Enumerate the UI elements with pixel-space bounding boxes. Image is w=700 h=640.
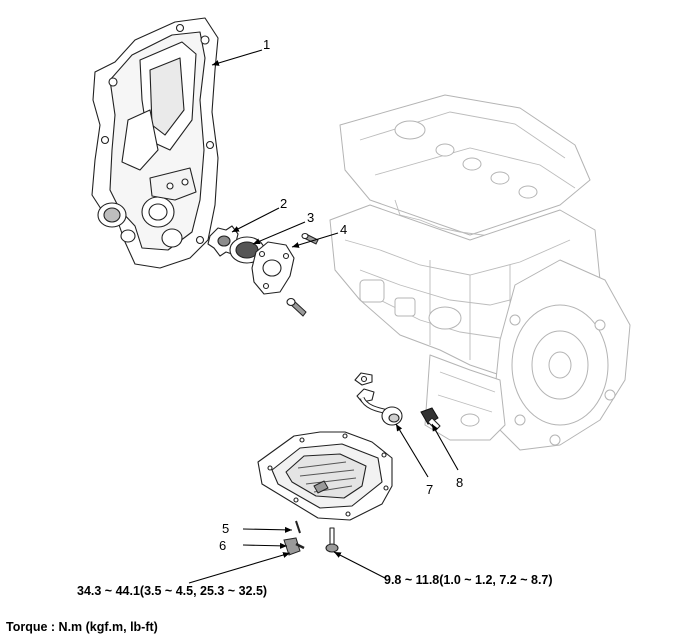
callout-7: 7: [426, 482, 433, 497]
callout-4: 4: [340, 222, 347, 237]
drain-plug-torque-spec: 34.3 ~ 44.1(3.5 ~ 4.5, 25.3 ~ 32.5): [77, 584, 267, 598]
oil-screen-part-7: [354, 372, 403, 426]
oil-pan-illustration: [257, 431, 393, 521]
oil-pan-bolt-torque-spec: 9.8 ~ 11.8(1.0 ~ 1.2, 7.2 ~ 8.7): [384, 573, 553, 587]
torque-units-note: Torque : N.m (kgf.m, lb-ft): [6, 620, 158, 634]
leader-lines: [188, 49, 459, 584]
callout-1: 1: [263, 37, 270, 52]
drain-plug-part-6: [283, 537, 305, 556]
callout-3: 3: [307, 210, 314, 225]
callout-8: 8: [456, 475, 463, 490]
drain-plug-gasket-part-5: [295, 520, 301, 534]
callout-6: 6: [219, 538, 226, 553]
oil-pan-bolt-illustration: [325, 527, 339, 553]
oil-pump-cover-part-4: [251, 232, 319, 317]
timing-chain-cover-part-1: [91, 17, 219, 269]
engine-block-illustration: [329, 94, 631, 451]
callout-2: 2: [280, 196, 287, 211]
callout-5: 5: [222, 521, 229, 536]
